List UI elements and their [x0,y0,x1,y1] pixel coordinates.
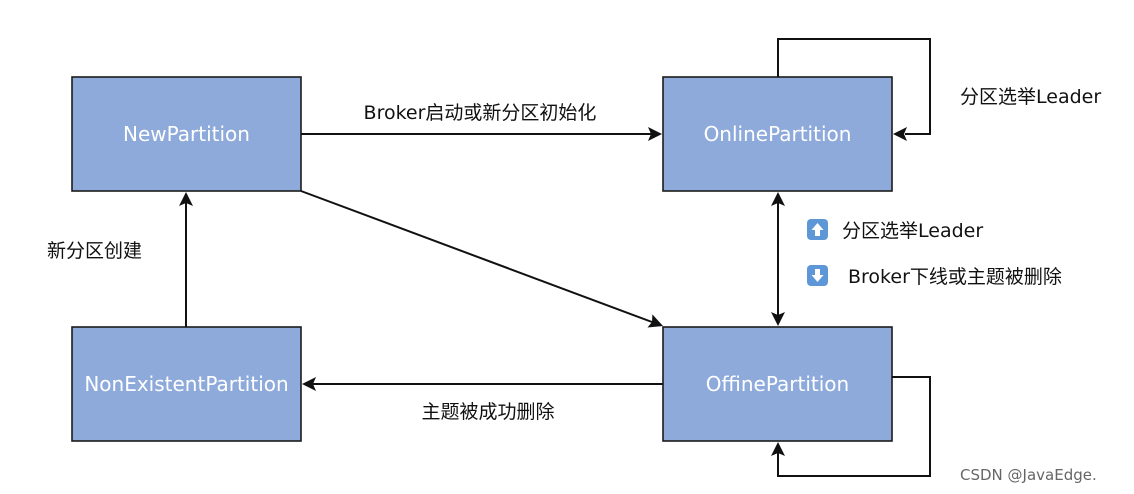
state-online-partition-label: OnlinePartition [704,122,852,146]
edge-nonexistent-to-new [179,192,193,327]
state-new-partition-label: NewPartition [123,122,250,146]
edge-online-self-loop [777,38,931,141]
edge-offline-self-loop [771,376,931,477]
state-online-partition: OnlinePartition [662,76,893,192]
label-online-self-loop: 分区选举Leader [960,86,1101,108]
down-arrow-icon [807,265,828,286]
label-online-offline-up: 分区选举Leader [842,220,983,242]
state-offline-partition-label: OffinePartition [706,372,849,396]
edge-new-to-offline [300,190,663,328]
edge-offline-to-nonexistent [302,377,663,391]
state-nonexistent-partition-label: NonExistentPartition [84,372,288,396]
state-new-partition: NewPartition [71,76,302,192]
label-offline-to-nonexistent: 主题被成功删除 [421,401,554,423]
edge-online-offline [771,192,785,326]
state-offline-partition: OffinePartition [662,326,893,442]
state-nonexistent-partition: NonExistentPartition [71,326,302,442]
watermark-text: CSDN @JavaEdge. [960,466,1097,484]
up-arrow-icon [807,219,828,240]
edge-new-to-online [301,127,662,141]
label-new-to-online: Broker启动或新分区初始化 [364,102,597,124]
label-nonexistent-to-new: 新分区创建 [47,240,142,262]
label-online-offline-down: Broker下线或主题被删除 [848,266,1062,288]
